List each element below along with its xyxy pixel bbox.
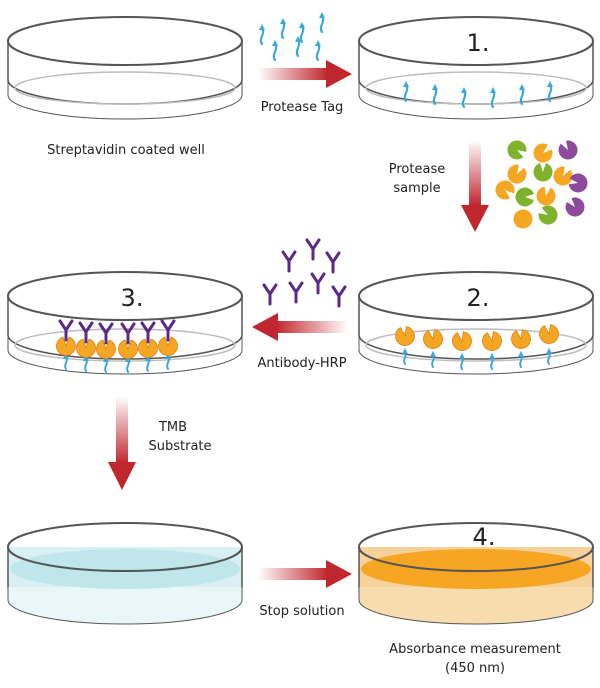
label-protease: Protease — [389, 162, 445, 177]
label-wavelength: (450 nm) — [445, 661, 505, 676]
free-antibodies — [262, 238, 347, 308]
well-step-4 — [358, 522, 594, 625]
label-stop-solution: Stop solution — [259, 604, 344, 619]
well-step-1 — [358, 16, 594, 120]
yellow-liquid — [361, 549, 591, 589]
well-streptavidin — [7, 16, 243, 120]
label-sample: sample — [393, 181, 440, 196]
free-tags — [257, 10, 327, 62]
label-absorbance: Absorbance measurement — [389, 642, 561, 657]
protease-sample-icons — [495, 140, 588, 229]
arrow-protease-sample — [461, 140, 489, 232]
arrow-antibody — [252, 313, 348, 341]
label-streptavidin: Streptavidin coated well — [47, 143, 205, 158]
label-tmb: TMB — [158, 420, 187, 435]
arrow-protease-tag — [258, 60, 352, 88]
step-3-number: 3. — [121, 284, 144, 312]
step-2-number: 2. — [467, 284, 490, 312]
well-tmb — [7, 522, 243, 625]
label-substrate: Substrate — [148, 439, 211, 454]
label-protease-tag: Protease Tag — [261, 100, 344, 115]
well-step-3 — [7, 271, 243, 375]
tmb-liquid — [10, 549, 240, 589]
arrow-stop — [258, 560, 352, 588]
step-1-number: 1. — [467, 29, 490, 57]
label-antibody-hrp: Antibody-HRP — [257, 356, 346, 371]
step-4-number: 4. — [473, 523, 496, 551]
arrow-tmb — [108, 396, 136, 490]
well-step-2 — [358, 271, 594, 375]
